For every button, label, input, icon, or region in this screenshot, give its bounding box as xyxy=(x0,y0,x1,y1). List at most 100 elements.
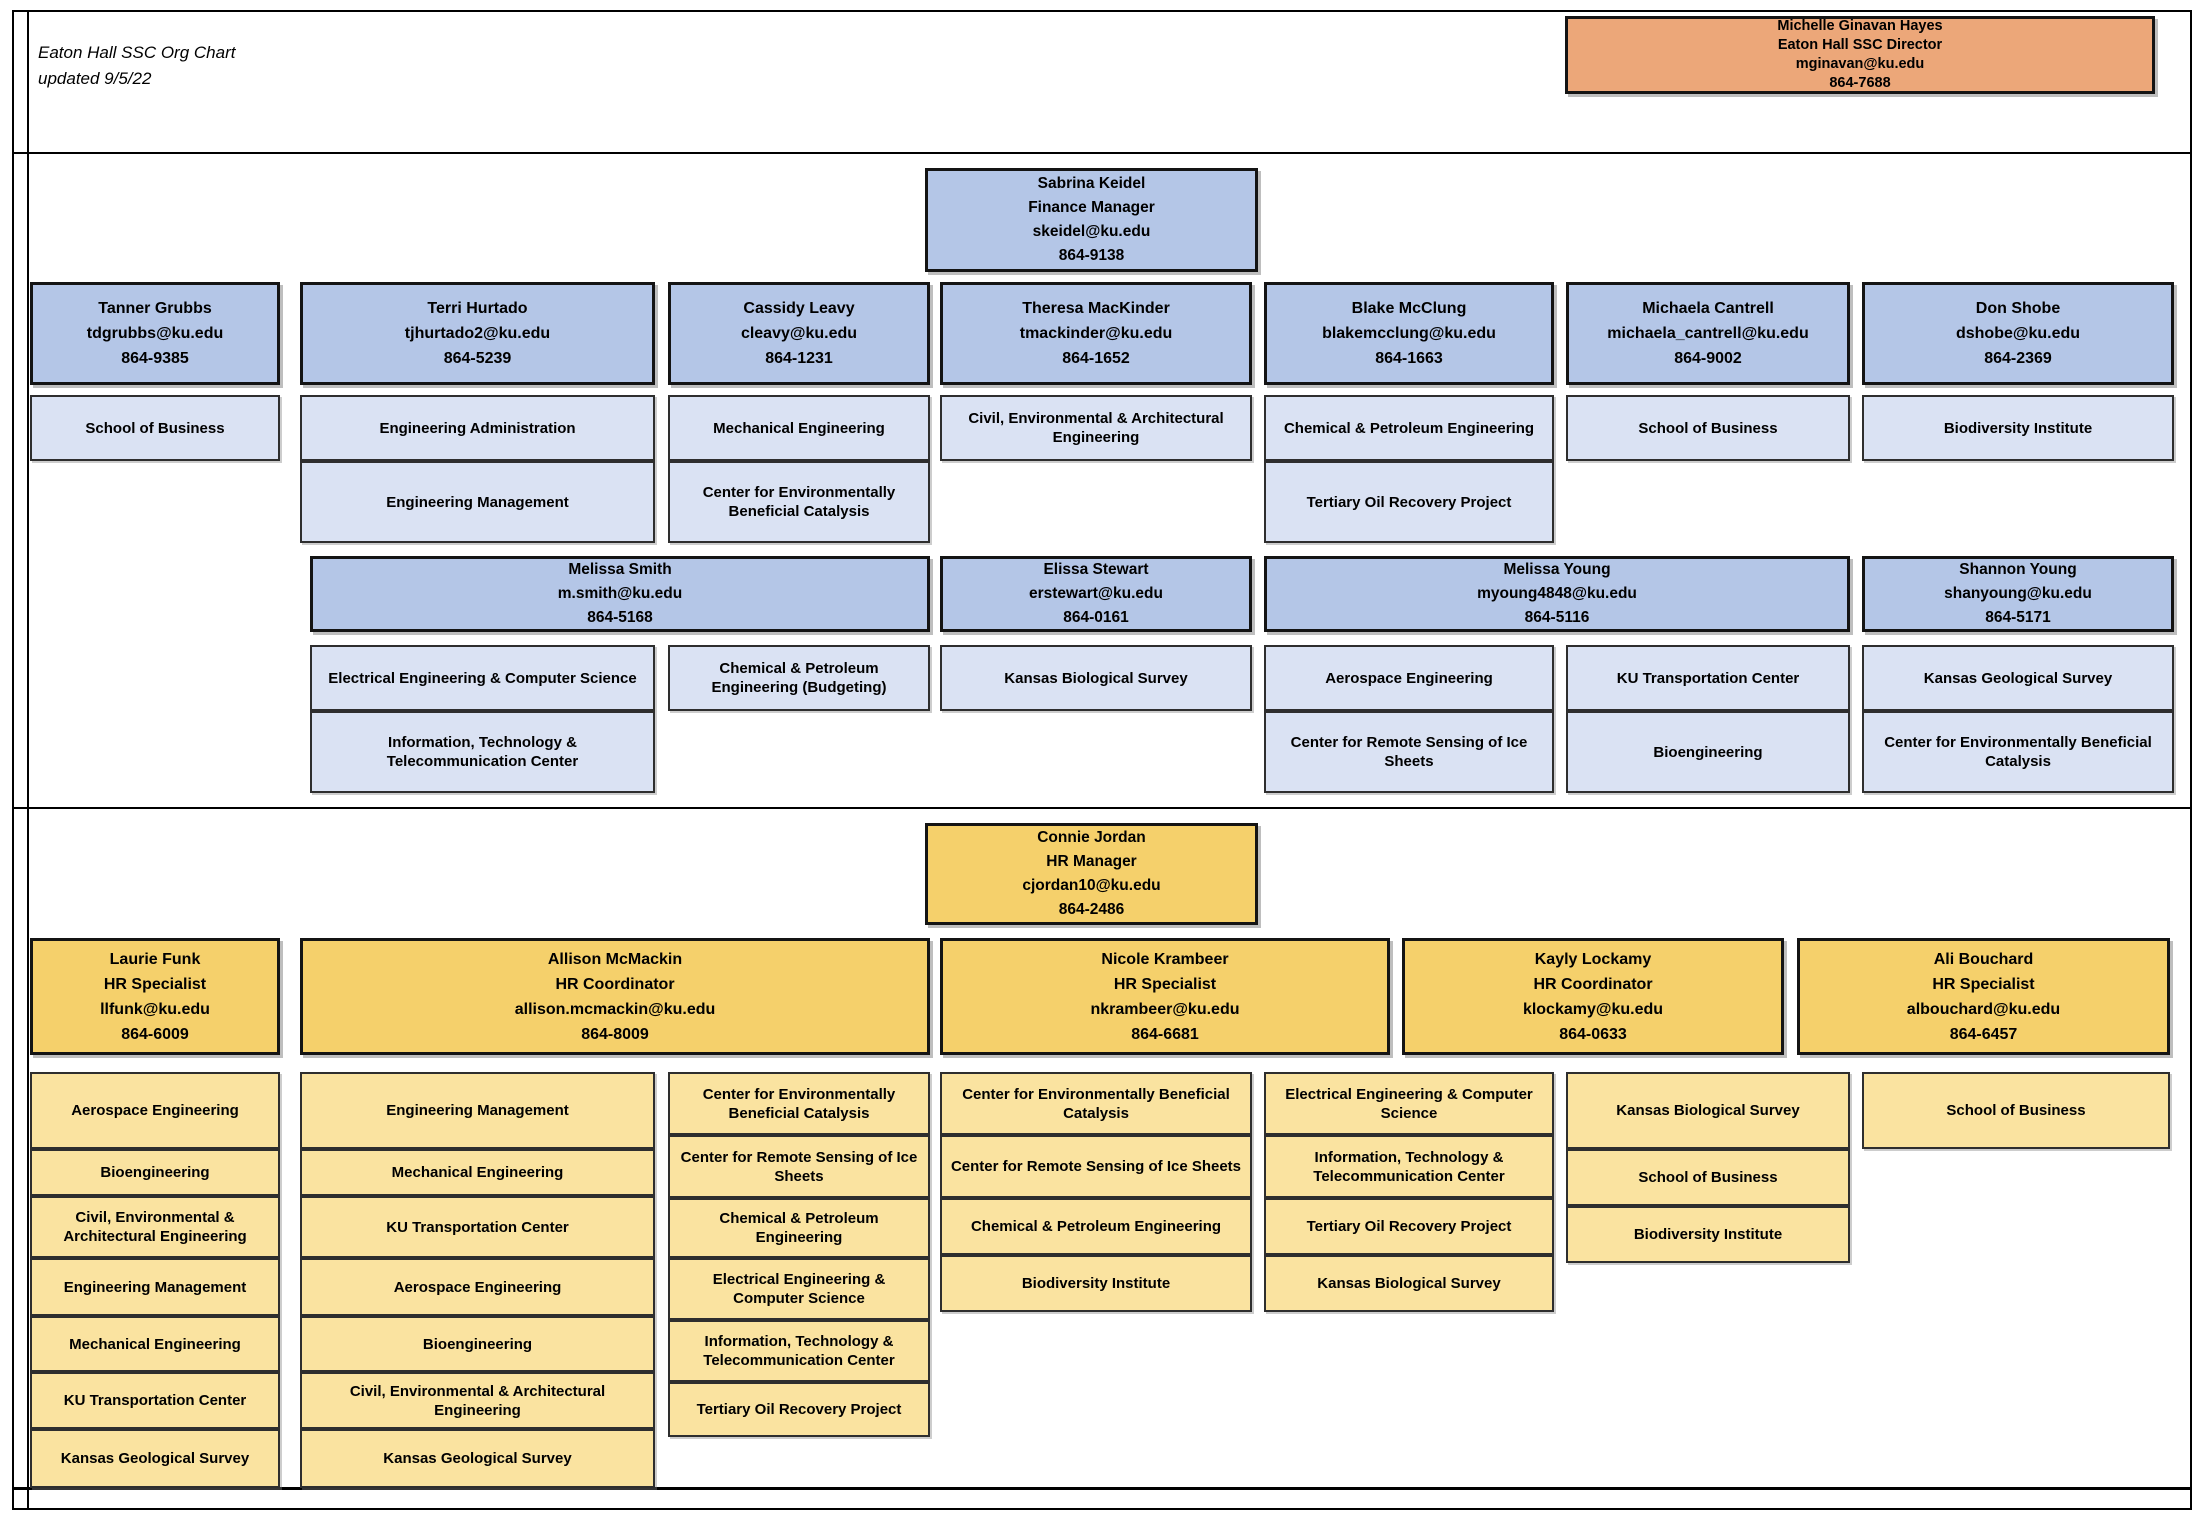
person-phone: 864-5168 xyxy=(587,609,653,626)
person-name: Cassidy Leavy xyxy=(743,300,855,317)
dept-box: Information, Technology & Telecommunicat… xyxy=(310,711,655,793)
person-email: erstewart@ku.edu xyxy=(1029,585,1163,602)
person-title: HR Manager xyxy=(1046,853,1137,870)
person-phone: 864-5116 xyxy=(1524,609,1590,626)
person-email: shanyoung@ku.edu xyxy=(1944,585,2092,602)
person-phone: 864-2369 xyxy=(1984,350,2052,367)
dept-box: Mechanical Engineering xyxy=(300,1149,655,1196)
dept-box: KU Transportation Center xyxy=(300,1196,655,1258)
person-phone: 864-6457 xyxy=(1949,1025,2018,1043)
person-phone: 864-6009 xyxy=(121,1025,189,1043)
dept-box: Chemical & Petroleum Engineering (Budget… xyxy=(668,645,930,711)
person-name: Connie Jordan xyxy=(1037,829,1146,846)
dept-box: Electrical Engineering & Computer Scienc… xyxy=(668,1258,930,1320)
dept-box: Chemical & Petroleum Engineering xyxy=(940,1198,1252,1255)
person-email: m.smith@ku.edu xyxy=(557,585,683,602)
person-name: Shannon Young xyxy=(1959,561,2077,578)
dept-box: Aerospace Engineering xyxy=(300,1258,655,1316)
person-box-melissa-smith: Melissa Smith m.smith@ku.edu 864-5168 xyxy=(310,556,930,632)
dept-box: Civil, Environmental & Architectural Eng… xyxy=(300,1372,655,1429)
dept-box: Center for Remote Sensing of Ice Sheets xyxy=(1264,711,1554,793)
dept-box: Information, Technology & Telecommunicat… xyxy=(668,1320,930,1382)
dept-box: Kansas Geological Survey xyxy=(30,1429,280,1488)
dept-box: Chemical & Petroleum Engineering xyxy=(1264,395,1554,461)
person-name: Terri Hurtado xyxy=(427,300,528,317)
person-email: cjordan10@ku.edu xyxy=(1022,877,1161,894)
person-phone: 864-9002 xyxy=(1674,350,1742,367)
person-email: michaela_cantrell@ku.edu xyxy=(1607,325,1809,342)
person-box-ali-bouchard: Ali Bouchard HR Specialist albouchard@ku… xyxy=(1797,938,2170,1055)
person-name: Ali Bouchard xyxy=(1933,950,2034,968)
person-title: Eaton Hall SSC Director xyxy=(1777,37,1943,53)
person-title: HR Coordinator xyxy=(555,975,675,993)
person-box-kayly-lockamy: Kayly Lockamy HR Coordinator klockamy@ku… xyxy=(1402,938,1784,1055)
person-phone: 864-1652 xyxy=(1062,350,1130,367)
person-box-tanner-grubbs: Tanner Grubbs tdgrubbs@ku.edu 864-9385 xyxy=(30,282,280,385)
person-phone: 864-6681 xyxy=(1131,1025,1199,1043)
dept-box: Center for Remote Sensing of Ice Sheets xyxy=(668,1135,930,1198)
dept-box: Civil, Environmental & Architectural Eng… xyxy=(940,395,1252,461)
dept-box: Center for Environmentally Beneficial Ca… xyxy=(668,461,930,543)
person-name: Michaela Cantrell xyxy=(1642,300,1774,317)
dept-box: Center for Environmentally Beneficial Ca… xyxy=(940,1072,1252,1135)
person-box-theresa-mackinder: Theresa MacKinder tmackinder@ku.edu 864-… xyxy=(940,282,1252,385)
person-box-don-shobe: Don Shobe dshobe@ku.edu 864-2369 xyxy=(1862,282,2174,385)
dept-box: School of Business xyxy=(1566,1149,1850,1206)
person-email: cleavy@ku.edu xyxy=(740,325,858,342)
dept-box: Information, Technology & Telecommunicat… xyxy=(1264,1135,1554,1198)
dept-box: Tertiary Oil Recovery Project xyxy=(1264,1198,1554,1255)
dept-box: Aerospace Engineering xyxy=(1264,645,1554,711)
finance-hr-divider xyxy=(12,807,2192,809)
person-phone: 864-2486 xyxy=(1058,901,1125,918)
person-phone: 864-5171 xyxy=(1985,609,2051,626)
person-title: Finance Manager xyxy=(1028,199,1155,216)
person-email: tjhurtado2@ku.edu xyxy=(404,325,551,342)
person-box-sabrina-keidel: Sabrina Keidel Finance Manager skeidel@k… xyxy=(925,168,1258,272)
dept-box: Bioengineering xyxy=(1566,711,1850,793)
person-box-michaela-cantrell: Michaela Cantrell michaela_cantrell@ku.e… xyxy=(1566,282,1850,385)
chart-title: Eaton Hall SSC Org Chart updated 9/5/22 xyxy=(38,40,235,92)
person-name: Melissa Young xyxy=(1503,561,1611,578)
dept-box: Kansas Biological Survey xyxy=(1264,1255,1554,1312)
chart-title-line2: updated 9/5/22 xyxy=(38,69,152,88)
person-email: tdgrubbs@ku.edu xyxy=(86,325,224,342)
dept-box: Civil, Environmental & Architectural Eng… xyxy=(30,1196,280,1258)
dept-box: Biodiversity Institute xyxy=(1862,395,2174,461)
person-box-cassidy-leavy: Cassidy Leavy cleavy@ku.edu 864-1231 xyxy=(668,282,930,385)
person-box-nicole-krambeer: Nicole Krambeer HR Specialist nkrambeer@… xyxy=(940,938,1390,1055)
person-box-shannon-young: Shannon Young shanyoung@ku.edu 864-5171 xyxy=(1862,556,2174,632)
person-email: allison.mcmackin@ku.edu xyxy=(514,1000,716,1018)
person-box-terri-hurtado: Terri Hurtado tjhurtado2@ku.edu 864-5239 xyxy=(300,282,655,385)
person-phone: 864-5239 xyxy=(443,350,512,367)
dept-box: Electrical Engineering & Computer Scienc… xyxy=(310,645,655,711)
dept-box: Mechanical Engineering xyxy=(668,395,930,461)
person-phone: 864-0633 xyxy=(1559,1025,1627,1043)
person-name: Michelle Ginavan Hayes xyxy=(1777,18,1943,34)
person-box-connie-jordan: Connie Jordan HR Manager cjordan10@ku.ed… xyxy=(925,823,1258,925)
person-name: Nicole Krambeer xyxy=(1101,950,1229,968)
person-name: Tanner Grubbs xyxy=(98,300,212,317)
dept-box: School of Business xyxy=(1566,395,1850,461)
person-name: Sabrina Keidel xyxy=(1037,175,1146,192)
dept-box: Tertiary Oil Recovery Project xyxy=(1264,461,1554,543)
person-email: mginavan@ku.edu xyxy=(1795,56,1925,72)
dept-box: KU Transportation Center xyxy=(30,1372,280,1429)
person-name: Theresa MacKinder xyxy=(1022,300,1170,317)
dept-box: Biodiversity Institute xyxy=(1566,1206,1850,1263)
header-divider xyxy=(12,152,2192,154)
dept-box: Kansas Geological Survey xyxy=(300,1429,655,1488)
person-email: albouchard@ku.edu xyxy=(1906,1000,2061,1018)
chart-title-line1: Eaton Hall SSC Org Chart xyxy=(38,43,236,62)
dept-box: Engineering Management xyxy=(30,1258,280,1316)
person-email: dshobe@ku.edu xyxy=(1955,325,2081,342)
left-column-divider xyxy=(27,10,29,1510)
dept-box: Bioengineering xyxy=(300,1316,655,1372)
person-box-melissa-young: Melissa Young myoung4848@ku.edu 864-5116 xyxy=(1264,556,1850,632)
person-name: Kayly Lockamy xyxy=(1534,950,1652,968)
person-name: Blake McClung xyxy=(1351,300,1467,317)
person-box-allison-mcmackin: Allison McMackin HR Coordinator allison.… xyxy=(300,938,930,1055)
person-phone: 864-1231 xyxy=(765,350,833,367)
person-title: HR Specialist xyxy=(103,975,207,993)
person-email: tmackinder@ku.edu xyxy=(1019,325,1173,342)
